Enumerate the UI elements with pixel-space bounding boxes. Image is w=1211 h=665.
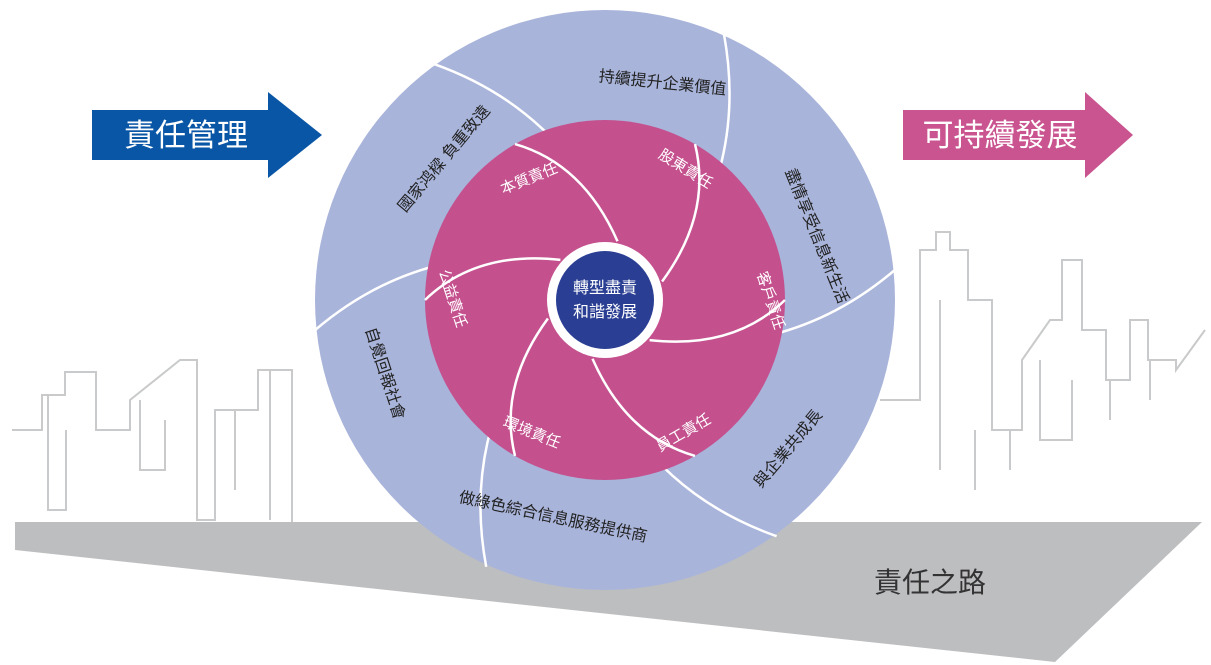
core [556,251,654,349]
skyline-right [880,231,1206,431]
right-arrow-label: 可持續發展 [923,118,1078,154]
inner-divider-6 [424,257,561,301]
left-arrow-label: 責任管理 [124,118,248,154]
skyline-left-2 [47,370,271,520]
inner-divider-4 [591,358,696,458]
inner-divider-5 [509,317,549,457]
core-line-1: 轉型盡責 [573,278,637,297]
inner-dividers [424,142,786,458]
inner-divider-2 [661,143,701,283]
road-label: 責任之路 [874,566,986,599]
inner-divider-3 [649,299,786,343]
left-arrow: 責任管理 [92,92,322,178]
skyline-left [12,359,293,540]
right-arrow-shape [903,92,1133,178]
wheel: 轉型盡責 和諧發展 持續提升企業價值 盡情享受信息新生活 與企業共成長 做綠色綜… [313,10,897,590]
core-line-2: 和諧發展 [573,302,637,321]
right-arrow: 可持續發展 [903,92,1133,178]
skyline [12,231,1206,540]
inner-divider-1 [514,142,619,242]
road [15,522,1202,662]
left-arrow-shape [92,92,322,178]
skyline-right-2 [939,300,1151,490]
